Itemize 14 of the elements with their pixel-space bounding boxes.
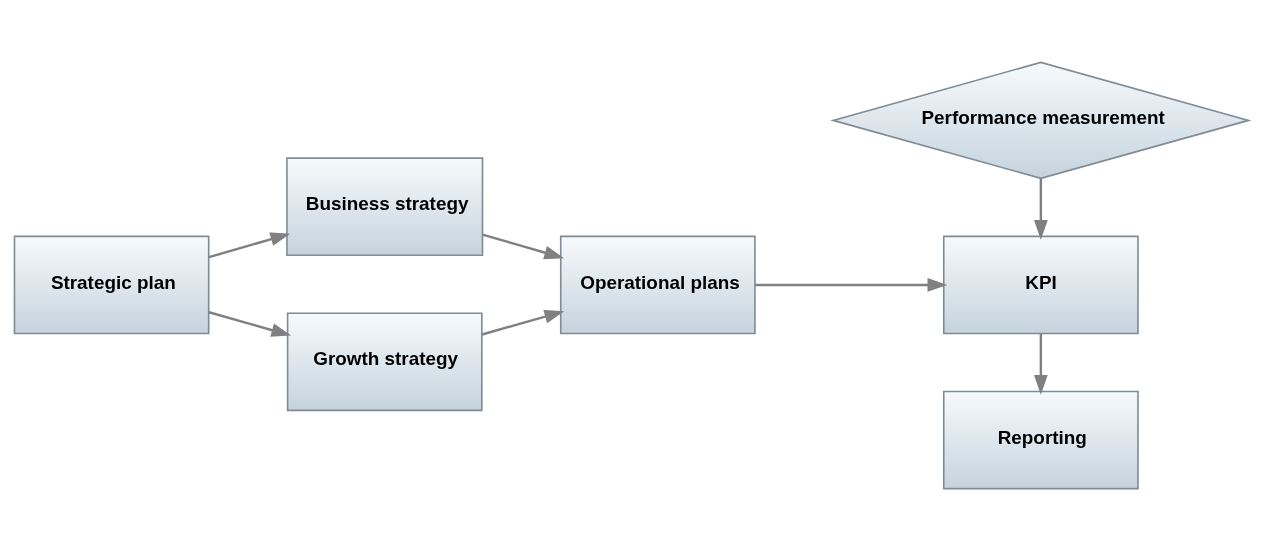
arrow <box>482 232 565 259</box>
node-box: KPI <box>942 235 1139 334</box>
node-box: Operational plans <box>559 235 756 334</box>
arrow <box>208 232 291 258</box>
arrow <box>481 309 565 336</box>
arrow <box>755 277 948 292</box>
arrow <box>208 310 292 337</box>
arrow <box>1033 178 1048 240</box>
node-diamond: Performance measurement <box>830 61 1252 179</box>
node-box: Business strategy <box>286 156 484 256</box>
node-box: Growth strategy <box>286 311 483 411</box>
node-box: Strategic plan <box>13 235 210 334</box>
arrow <box>1033 333 1048 395</box>
node-box: Reporting <box>942 390 1139 489</box>
